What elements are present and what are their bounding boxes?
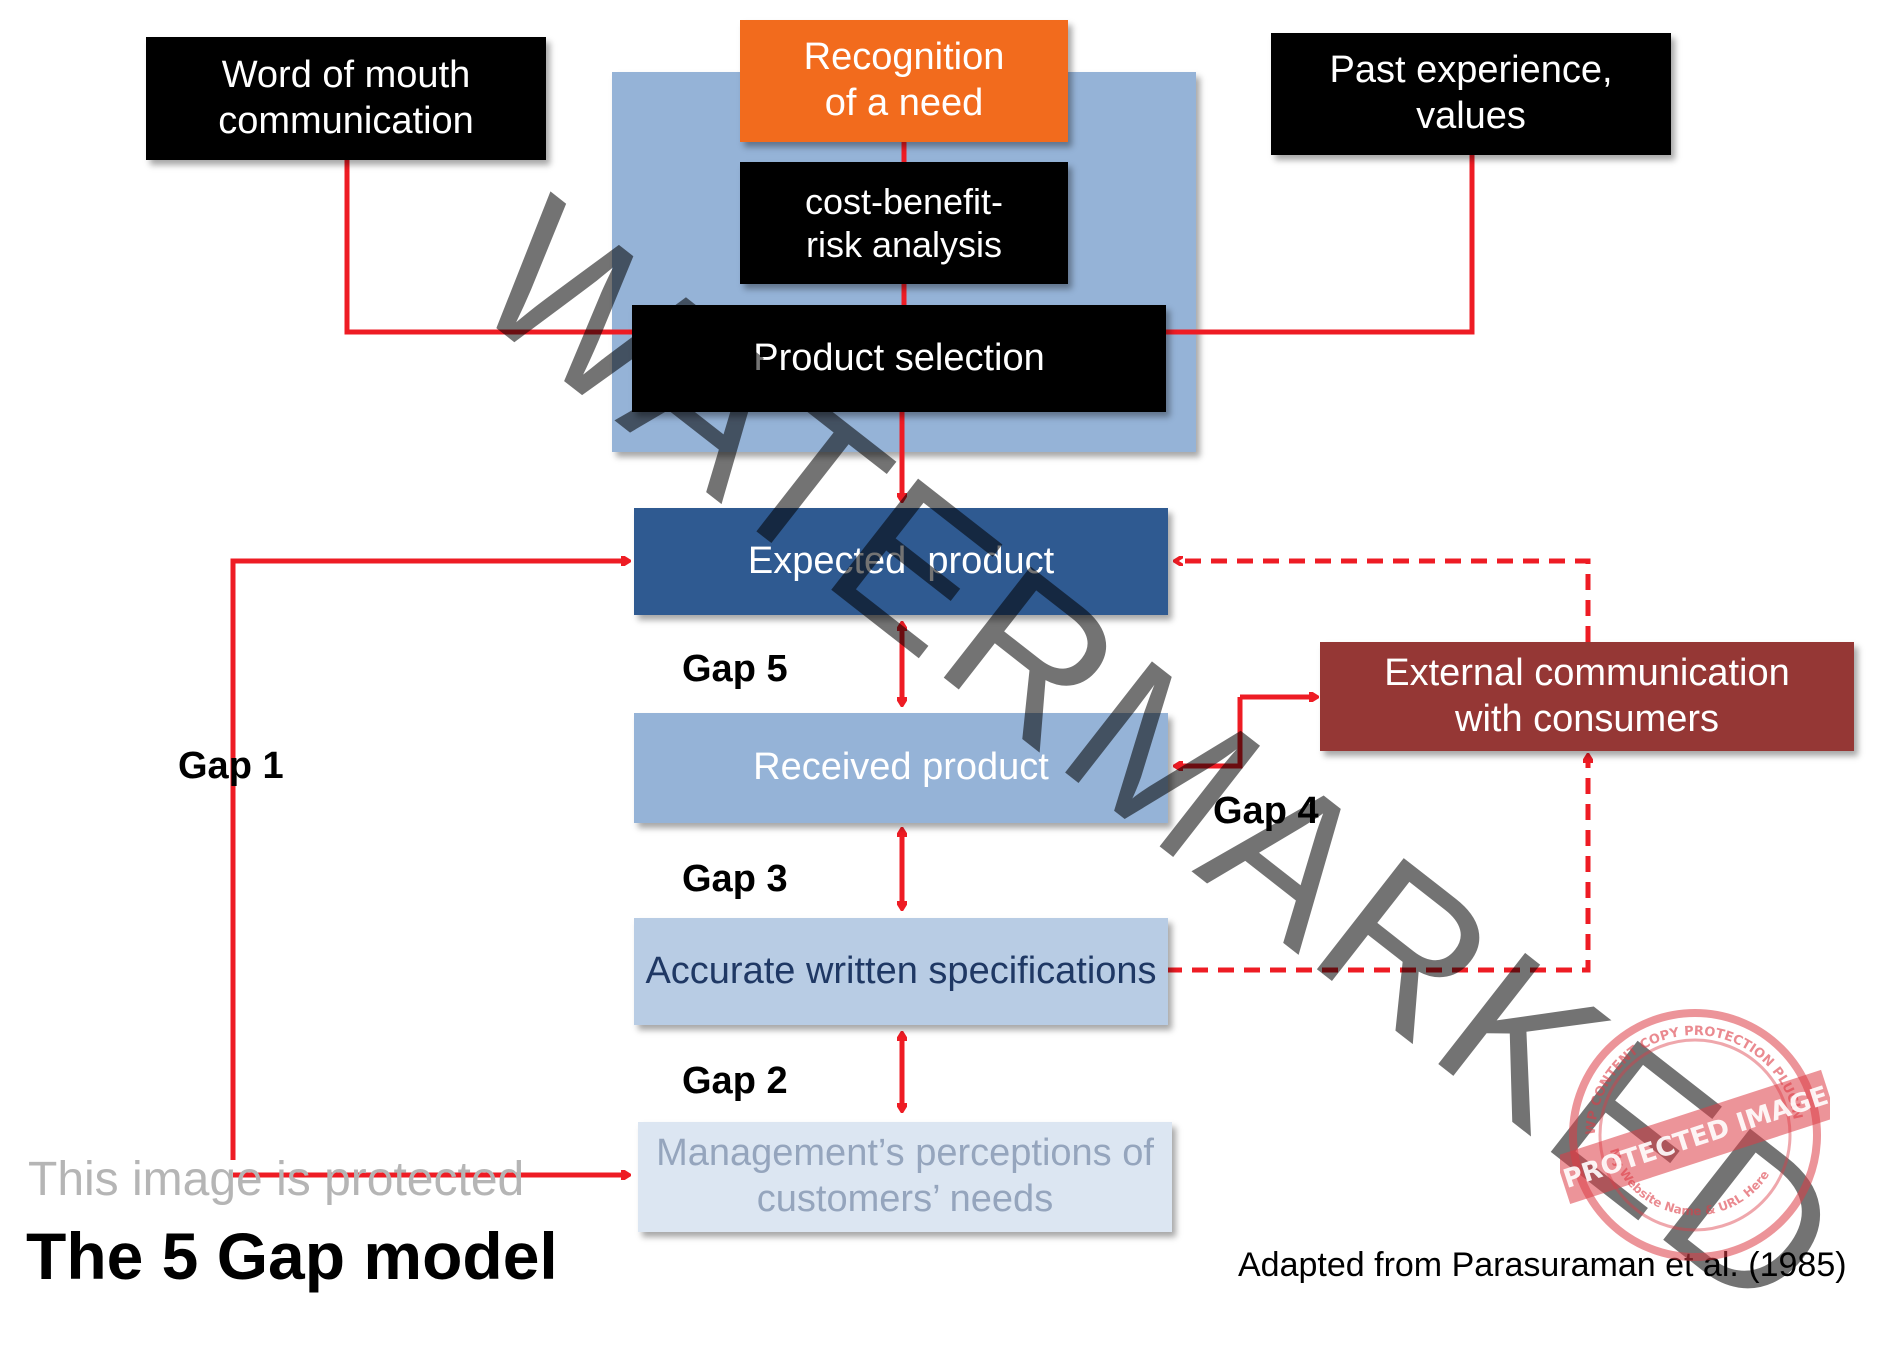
product-selection-label: Product selection [753, 336, 1045, 379]
diagram-title: The 5 Gap model [26, 1219, 558, 1293]
word-of-mouth-label: Word of mouth communication [218, 53, 474, 142]
external-communication-label: External communication with consumers [1384, 651, 1790, 740]
gap1-label: Gap 1 [178, 745, 284, 787]
past-experience-label: Past experience, values [1329, 49, 1613, 137]
recognition-label: Recognition of a need [803, 36, 1005, 124]
gap2-label: Gap 2 [682, 1060, 788, 1102]
accurate-specs-label: Accurate written specifications [645, 949, 1157, 992]
cost-benefit-label: cost-benefit-risk analysis [804, 180, 1004, 265]
received-product-box: Received product [634, 713, 1168, 823]
protected-notice: This image is protected [28, 1153, 525, 1206]
external-communication-box: External communication with consumers [1320, 642, 1854, 751]
accurate-specs-box: Accurate written specifications [634, 918, 1168, 1025]
gap5-label: Gap 5 [682, 648, 788, 690]
expected-product-box: Expected product [634, 508, 1168, 615]
cost-benefit-box: cost-benefit-risk analysis [740, 162, 1068, 284]
gap4-label: Gap 4 [1213, 790, 1319, 832]
word-of-mouth-connector [344, 160, 632, 335]
product-selection-box: Product selection [632, 305, 1166, 412]
specs-to-external-dashed-arrow [1166, 756, 1588, 973]
gap1-top-arrow [230, 561, 628, 1160]
management-perceptions-box: Management’s perceptions of customers’ n… [638, 1122, 1172, 1232]
expected-product-label: Expected product [747, 539, 1055, 582]
gap3-label: Gap 3 [682, 858, 788, 900]
source-citation: Adapted from Parasuraman et al. (1985) [1238, 1246, 1847, 1284]
recognition-box: Recognition of a need [740, 20, 1068, 142]
management-perceptions-label: Management’s perceptions of customers’ n… [656, 1132, 1154, 1220]
connector-lines [230, 142, 1900, 1315]
received-product-label: Received product [753, 746, 1049, 789]
word-of-mouth-box: Word of mouth communication [146, 37, 546, 160]
external-to-expected-dashed-arrow [1176, 561, 1591, 642]
past-experience-connector [1166, 155, 1475, 335]
gap4-to-received-arrow [1176, 697, 1243, 766]
past-experience-box: Past experience, values [1271, 33, 1671, 155]
